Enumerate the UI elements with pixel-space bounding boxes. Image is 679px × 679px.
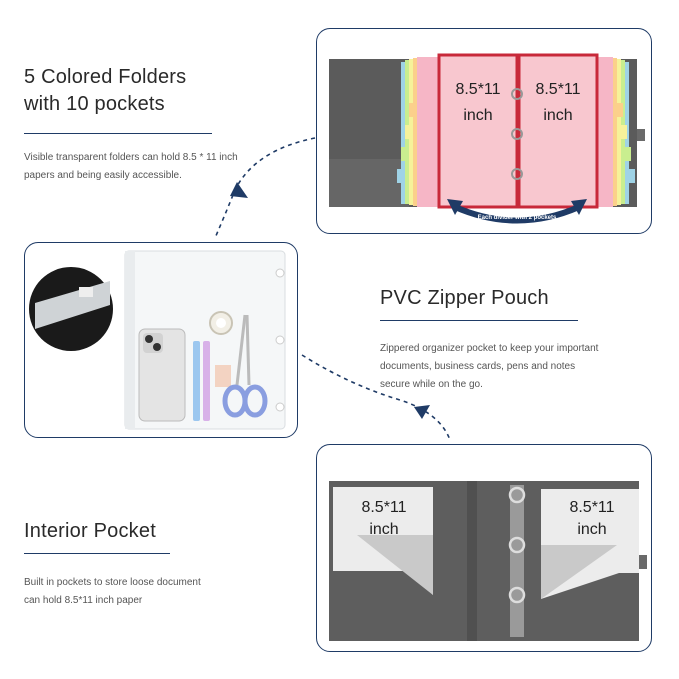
connector-2: [301, 354, 451, 441]
folders-photo: 8.5*11 inch 8.5*11 inch Each divider wit…: [316, 28, 652, 234]
folders-left-size-label: 8.5*11 inch: [455, 81, 501, 124]
pouch-illustration: [29, 250, 286, 430]
pouch-title-rule: [380, 320, 578, 321]
pouch-title: PVC Zipper Pouch: [380, 287, 549, 309]
interior-photo: 8.5*11 inch 8.5*11 inch: [316, 444, 652, 652]
folders-title: 5 Colored Folders with 10 pockets: [24, 66, 187, 115]
connector-1: [214, 137, 316, 239]
interior-description: Built in pockets to store loose document…: [24, 577, 201, 606]
pouch-description: Zippered organizer pocket to keep your i…: [380, 343, 599, 390]
pouch-photo: [24, 242, 298, 438]
arrow-head-icon-2: [414, 405, 430, 419]
interior-illustration: [329, 481, 647, 641]
folders-illustration: [329, 53, 645, 224]
arrow-head-icon: [230, 182, 248, 198]
interior-title-rule: [24, 553, 170, 554]
interior-left-size-label: 8.5*11 inch: [361, 499, 407, 538]
folders-description: Visible transparent folders can hold 8.5…: [24, 152, 238, 181]
folders-right-size-label: 8.5*11 inch: [535, 81, 581, 124]
interior-title: Interior Pocket: [24, 520, 156, 542]
folders-title-rule: [24, 133, 212, 134]
arrow-caption: Each divider with 2 pockets: [477, 215, 557, 221]
interior-right-size-label: 8.5*11 inch: [569, 499, 615, 538]
